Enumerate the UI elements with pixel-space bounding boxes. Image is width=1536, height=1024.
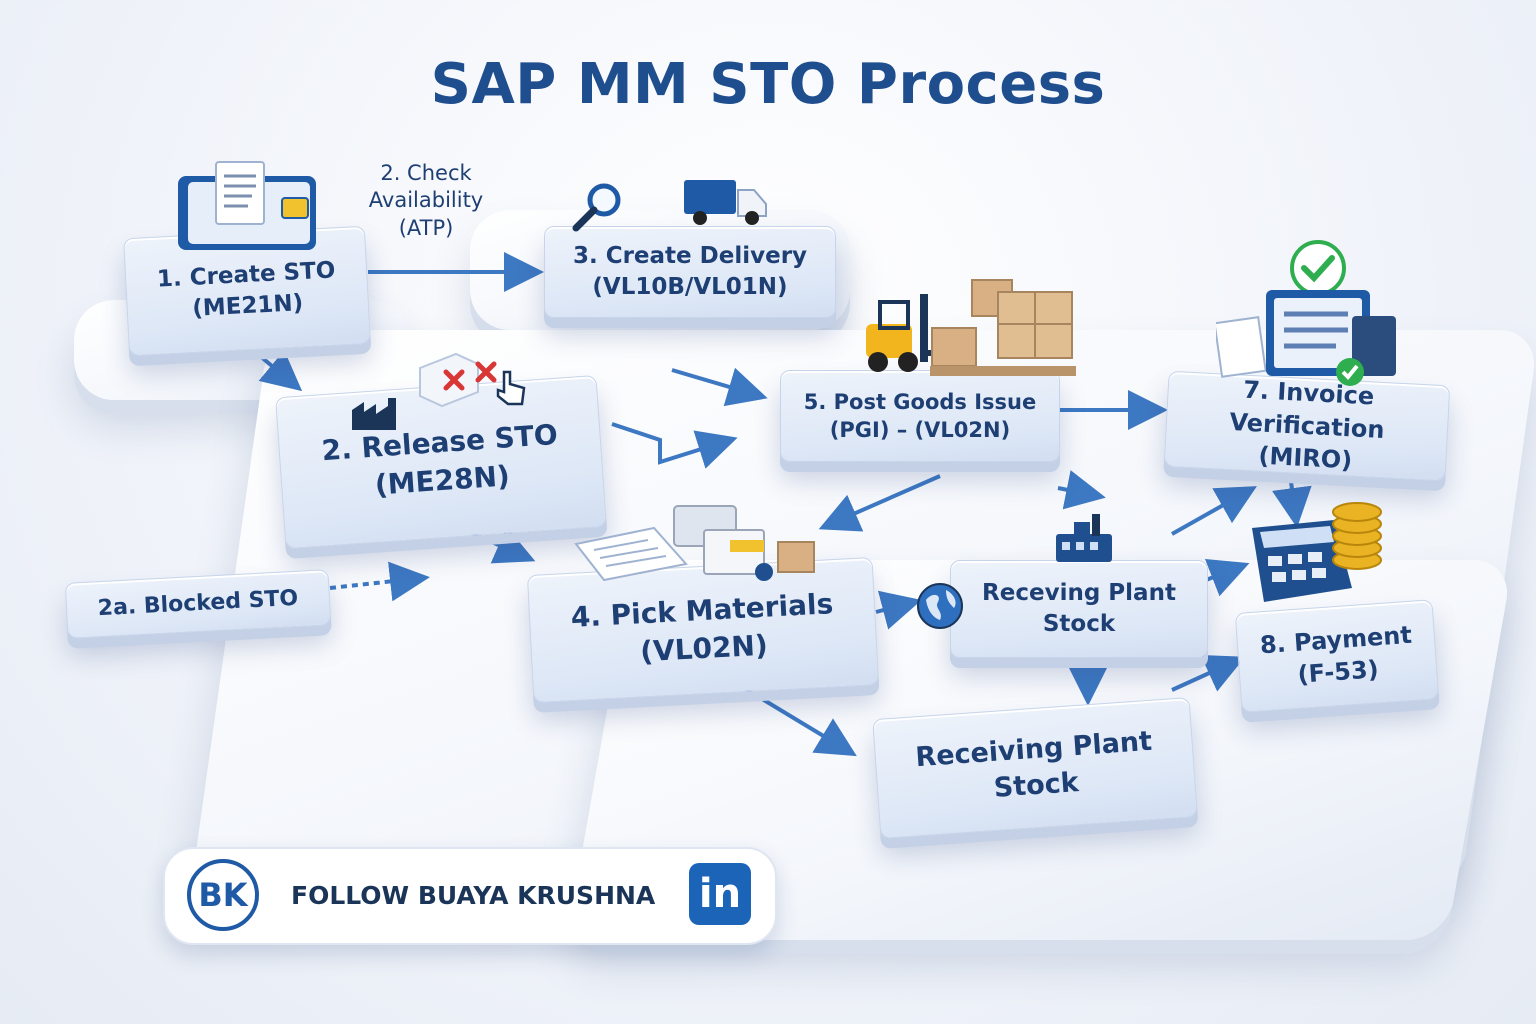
plant-icon [1056, 514, 1112, 562]
arrow-pick-to-globe [875, 590, 922, 630]
coins-icon [1332, 502, 1382, 570]
truck-icon [684, 180, 767, 225]
cross-icon [419, 352, 497, 408]
step-payment: 8. Payment (F-53) [1234, 599, 1440, 713]
arrow-create-to-release [258, 350, 303, 392]
arrow-pick-to-receiving [742, 686, 857, 757]
arrow-receiving-to-payment [1171, 655, 1246, 692]
follow-text: FOLLOW BUAYA KRUSHNA [291, 881, 656, 910]
cursor-icon [496, 370, 526, 406]
page-title: SAP MM STO Process [430, 52, 1106, 117]
linkedin-icon[interactable]: in [689, 863, 751, 925]
forklift-icon [866, 294, 952, 372]
follow-badge[interactable]: BK FOLLOW BUAYA KRUSHNA in [163, 847, 777, 945]
step-create-delivery: 3. Create Delivery (VL10B/VL01N) [544, 226, 836, 318]
globe-icon [917, 583, 963, 629]
search-icon [572, 183, 621, 232]
calculator-icon [1252, 520, 1352, 602]
arrow-pgi-to-pick [818, 474, 941, 532]
step-receiving-plant-stock: Receiving Plant Stock [872, 697, 1198, 839]
arrow-to-pgi [671, 367, 768, 407]
document-folder-icon [178, 161, 316, 250]
invoice-icon [1216, 290, 1396, 386]
packing-icon [574, 505, 815, 582]
factory-icon [352, 398, 396, 430]
bk-logo: BK [187, 859, 259, 931]
arrow-stock-to-invoice [1171, 486, 1257, 536]
arrow-invoice-to-calculator [1272, 473, 1312, 528]
arrow-to-blocked [329, 561, 430, 602]
arrow-stock-to-calculator [1204, 558, 1250, 597]
arrow-small-stock [1057, 470, 1106, 510]
step-receving-plant-stock: Receving Plant Stock [950, 560, 1208, 658]
arrow-release-to-pgi [611, 422, 738, 469]
check-availability-label: 2. Check Availability (ATP) [368, 161, 484, 240]
checkmark-icon [1290, 240, 1346, 296]
step-post-goods-issue: 5. Post Goods Issue (PGI) – (VL02N) [780, 370, 1060, 462]
boxes-icon [930, 279, 1076, 376]
